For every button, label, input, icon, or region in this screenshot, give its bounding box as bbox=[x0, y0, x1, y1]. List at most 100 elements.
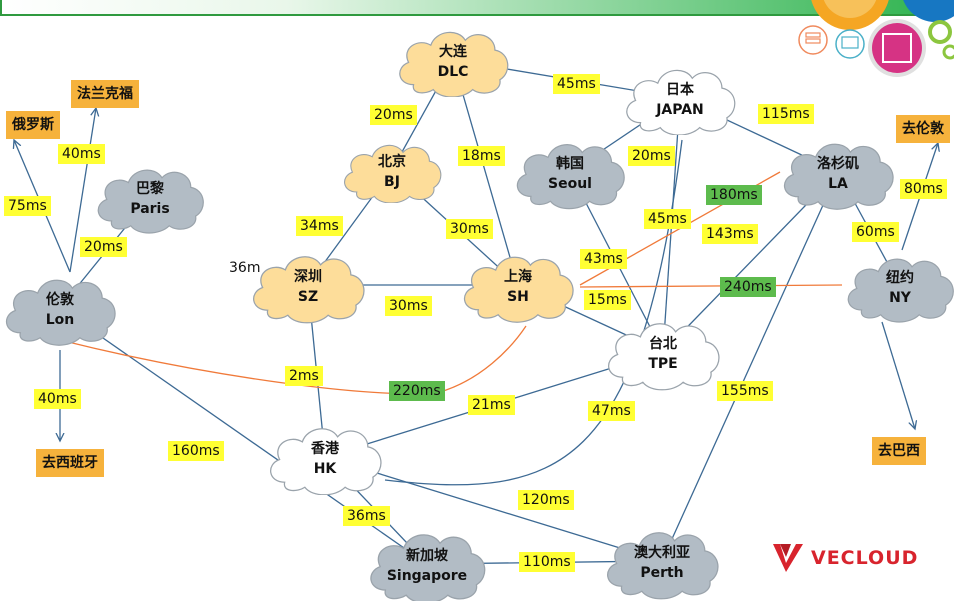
destination-london: 去伦敦 bbox=[896, 115, 950, 143]
cloud-node-seoul: 韩国 Seoul bbox=[516, 143, 625, 210]
node-name: 北京 bbox=[378, 153, 406, 170]
server-icon bbox=[798, 25, 828, 55]
latency-label: 18ms bbox=[458, 146, 505, 166]
node-name: 澳大利亚 bbox=[634, 544, 690, 561]
header-rule bbox=[0, 14, 954, 16]
arrow-line-frankfurt bbox=[69, 108, 96, 273]
cloud-node-ny: 纽约 NY bbox=[847, 258, 954, 323]
database-rack-icon bbox=[872, 23, 922, 73]
latency-label: 30ms bbox=[385, 296, 432, 316]
latency-label: 36ms bbox=[343, 506, 390, 526]
cloud-node-hk: 香港 HK bbox=[270, 428, 382, 495]
node-code: TPE bbox=[648, 356, 677, 372]
cloud-node-dlc: 大连 DLC bbox=[399, 31, 509, 97]
red-line-sh-ny bbox=[579, 284, 843, 288]
node-name: 纽约 bbox=[886, 269, 914, 286]
orange-inner-circle-icon bbox=[823, 0, 877, 18]
cloud-node-tpe: 台北 TPE bbox=[607, 323, 720, 391]
stray-text: 36m bbox=[229, 260, 261, 276]
node-name: 新加坡 bbox=[406, 547, 449, 564]
connection-line-la-perth bbox=[661, 171, 839, 562]
latency-label: 120ms bbox=[518, 490, 574, 510]
node-code: DLC bbox=[438, 64, 469, 80]
cloud-node-singapore: 新加坡 Singapore bbox=[370, 534, 486, 601]
latency-label: 110ms bbox=[519, 552, 575, 572]
latency-label: 143ms bbox=[702, 224, 758, 244]
node-code: SZ bbox=[298, 289, 318, 305]
node-code: Perth bbox=[640, 565, 683, 581]
node-name: 洛杉矶 bbox=[817, 155, 859, 172]
latency-label-green: 180ms bbox=[706, 185, 762, 205]
latency-label: 155ms bbox=[717, 381, 773, 401]
connection-line-hk-japan bbox=[384, 139, 683, 486]
cloud-nodes: 大连 DLC 日本 JAPAN 北京 BJ 韩国 Seoul 洛杉矶 LA 巴黎 Paris 深圳 SZ 上… bbox=[5, 31, 954, 601]
server-rack-icon bbox=[805, 32, 821, 38]
node-name: 伦敦 bbox=[46, 291, 75, 308]
latency-label-green: 220ms bbox=[389, 381, 445, 401]
latency-label: 20ms bbox=[80, 237, 127, 257]
logo-wordmark: VECLOUD bbox=[811, 547, 919, 569]
logo-mark-icon bbox=[773, 544, 803, 572]
destination-brazil: 去巴西 bbox=[872, 437, 926, 465]
node-code: HK bbox=[314, 461, 338, 477]
node-name: 台北 bbox=[649, 335, 677, 352]
latency-label: 40ms bbox=[34, 389, 81, 409]
node-name: 巴黎 bbox=[136, 180, 164, 197]
gear-icon bbox=[928, 20, 952, 44]
latency-label: 80ms bbox=[900, 179, 947, 199]
cloud-node-japan: 日本 JAPAN bbox=[626, 69, 736, 135]
cloud-node-sh: 上海 SH bbox=[463, 256, 574, 323]
node-name: 深圳 bbox=[294, 268, 322, 285]
cloud-node-lon: 伦敦 Lon bbox=[5, 279, 116, 346]
latency-label: 20ms bbox=[628, 146, 675, 166]
latency-label: 30ms bbox=[446, 219, 493, 239]
cloud-node-la: 洛杉矶 LA bbox=[783, 143, 894, 210]
latency-label: 2ms bbox=[285, 366, 323, 386]
decorative-icons bbox=[798, 0, 954, 77]
cloud-node-perth: 澳大利亚 Perth bbox=[606, 532, 719, 600]
node-code: Lon bbox=[46, 312, 75, 328]
node-name: 香港 bbox=[310, 440, 340, 457]
monitor-icon bbox=[835, 29, 865, 59]
small-gear-icon bbox=[942, 44, 954, 60]
arrow-line-brazil bbox=[881, 321, 915, 429]
blue-circle-icon bbox=[903, 0, 954, 22]
latency-label: 20ms bbox=[370, 105, 417, 125]
latency-label: 15ms bbox=[584, 290, 631, 310]
connection-line-hk-perth bbox=[324, 456, 663, 562]
node-name: 上海 bbox=[504, 268, 532, 285]
node-name: 大连 bbox=[439, 43, 468, 60]
destination-russia: 俄罗斯 bbox=[6, 111, 60, 139]
destination-spain: 去西班牙 bbox=[36, 449, 104, 477]
node-code: BJ bbox=[384, 174, 400, 190]
latency-label: 45ms bbox=[553, 74, 600, 94]
node-name: 韩国 bbox=[556, 155, 584, 172]
latency-label: 21ms bbox=[468, 395, 515, 415]
connection-line-dlc-sh bbox=[452, 59, 519, 286]
node-code: LA bbox=[828, 176, 848, 192]
node-code: Seoul bbox=[548, 176, 592, 192]
vecloud-logo: VECLOUD bbox=[771, 541, 918, 575]
latency-label: 40ms bbox=[58, 144, 105, 164]
latency-label: 47ms bbox=[588, 401, 635, 421]
rack-frame-icon bbox=[882, 33, 912, 63]
node-name: 日本 bbox=[666, 81, 695, 98]
header-left-rule bbox=[0, 0, 2, 14]
monitor-screen-icon bbox=[841, 36, 859, 49]
latency-label: 34ms bbox=[296, 216, 343, 236]
cloud-node-sz: 深圳 SZ bbox=[252, 256, 365, 324]
cloud-node-bj: 北京 BJ bbox=[343, 144, 442, 203]
latency-label: 160ms bbox=[168, 441, 224, 461]
node-code: NY bbox=[889, 290, 912, 306]
latency-label: 60ms bbox=[852, 222, 899, 242]
latency-label: 45ms bbox=[644, 209, 691, 229]
node-code: Singapore bbox=[387, 568, 467, 584]
latency-label: 115ms bbox=[758, 104, 814, 124]
latency-label: 75ms bbox=[4, 196, 51, 216]
node-code: JAPAN bbox=[655, 102, 704, 118]
latency-label: 43ms bbox=[580, 249, 627, 269]
node-code: SH bbox=[507, 289, 529, 305]
node-code: Paris bbox=[130, 201, 169, 217]
